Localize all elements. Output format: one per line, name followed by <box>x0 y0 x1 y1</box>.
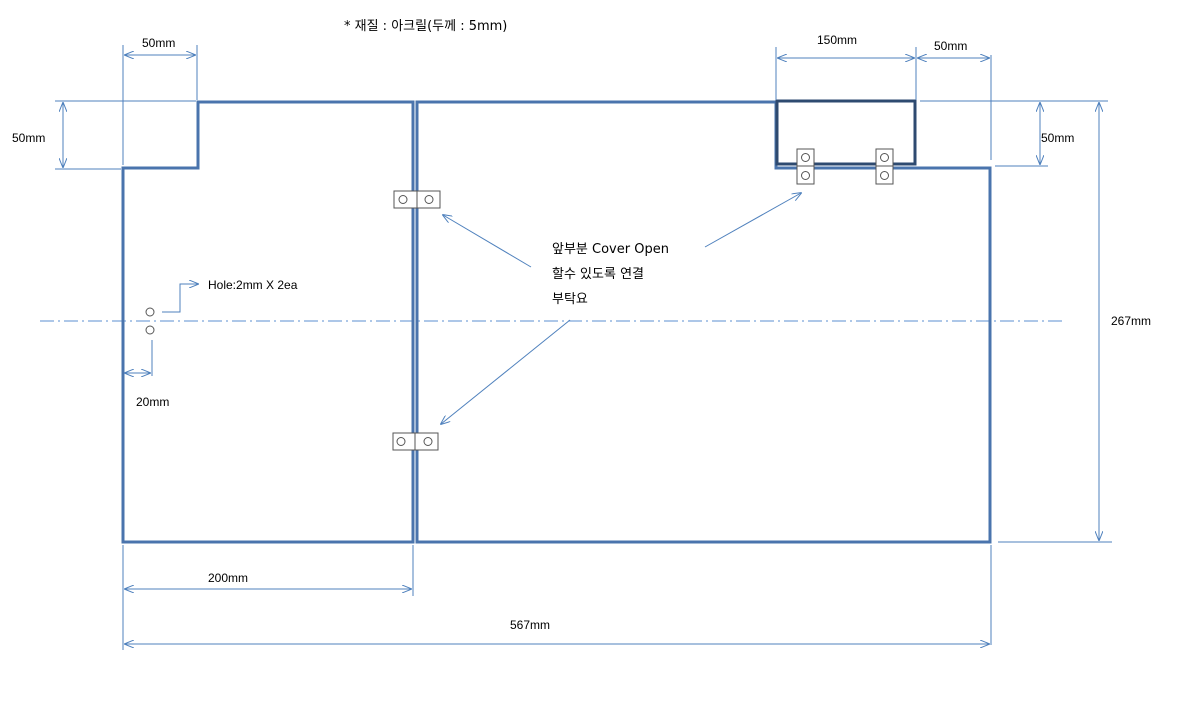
dim-left-panel-width: 200mm <box>208 571 248 585</box>
dim-total-width: 567mm <box>510 618 550 632</box>
dim-total-height: 267mm <box>1111 314 1151 328</box>
left-panel-outline <box>121 100 415 544</box>
dim-tab-height-left: 50mm <box>12 131 45 145</box>
hinge-lower <box>392 432 439 451</box>
dim-tab-width-right: 50mm <box>934 39 967 53</box>
dim-notch-width: 150mm <box>817 33 857 47</box>
hinge-note-line-1: 앞부분 Cover Open <box>552 242 669 257</box>
dim-hole-offset: 20mm <box>136 395 169 409</box>
note-arrow-hinge-lower <box>441 319 571 424</box>
mounting-hole-bottom <box>145 325 155 335</box>
hinge-note-line-3: 부탁요 <box>552 292 588 307</box>
hinge-cover-left <box>796 148 815 185</box>
hinge-note-line-2: 할수 있도록 연결 <box>552 267 644 282</box>
right-panel-outline <box>415 100 992 544</box>
hole-leader <box>162 284 198 313</box>
dim-tab-width-left: 50mm <box>142 36 175 50</box>
front-cover-outline <box>775 99 917 166</box>
hinge-upper <box>393 190 441 209</box>
material-note: * 재질 : 아크릴(두께 : 5mm) <box>344 19 507 34</box>
note-arrow-hinge-cover <box>704 193 801 248</box>
note-arrow-hinge-upper <box>443 215 532 268</box>
hinge-cover-right <box>875 148 894 185</box>
mounting-hole-top <box>145 307 155 317</box>
hole-label: Hole:2mm X 2ea <box>208 278 298 292</box>
dim-notch-height-right: 50mm <box>1041 131 1074 145</box>
